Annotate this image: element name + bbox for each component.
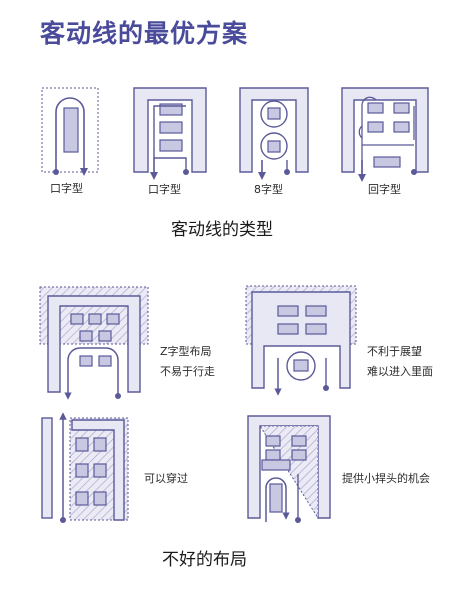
type-diagram-4 (341, 87, 429, 182)
type-caption-2: 口字型 (148, 183, 181, 196)
note-pass-through: 可以穿过 (144, 472, 188, 485)
types-heading: 客动线的类型 (171, 220, 273, 240)
type-caption-4: 回字型 (368, 183, 401, 196)
type-caption-1: 口字型 (50, 182, 83, 195)
bad-layout-z-shape (39, 286, 149, 400)
note-z-shape-2: 不易于行走 (160, 365, 215, 378)
type-diagram-1 (41, 87, 99, 176)
bad-layout-blocked-view (245, 285, 357, 396)
type-diagram-3 (239, 87, 309, 180)
note-display-1: 不利于展望 (367, 345, 422, 358)
note-z-shape-1: Z字型布局 (160, 345, 212, 358)
bad-layouts-heading: 不好的布局 (162, 550, 247, 570)
note-shortcut: 提供小捍头的机会 (342, 472, 430, 485)
bad-layout-pass-through (41, 412, 129, 523)
type-caption-3: 8字型 (254, 183, 283, 196)
bad-layout-shortcut (247, 415, 331, 523)
note-display-2: 难以进入里面 (367, 365, 433, 378)
type-diagram-2 (133, 87, 207, 180)
page-title: 客动线的最优方案 (40, 19, 249, 48)
